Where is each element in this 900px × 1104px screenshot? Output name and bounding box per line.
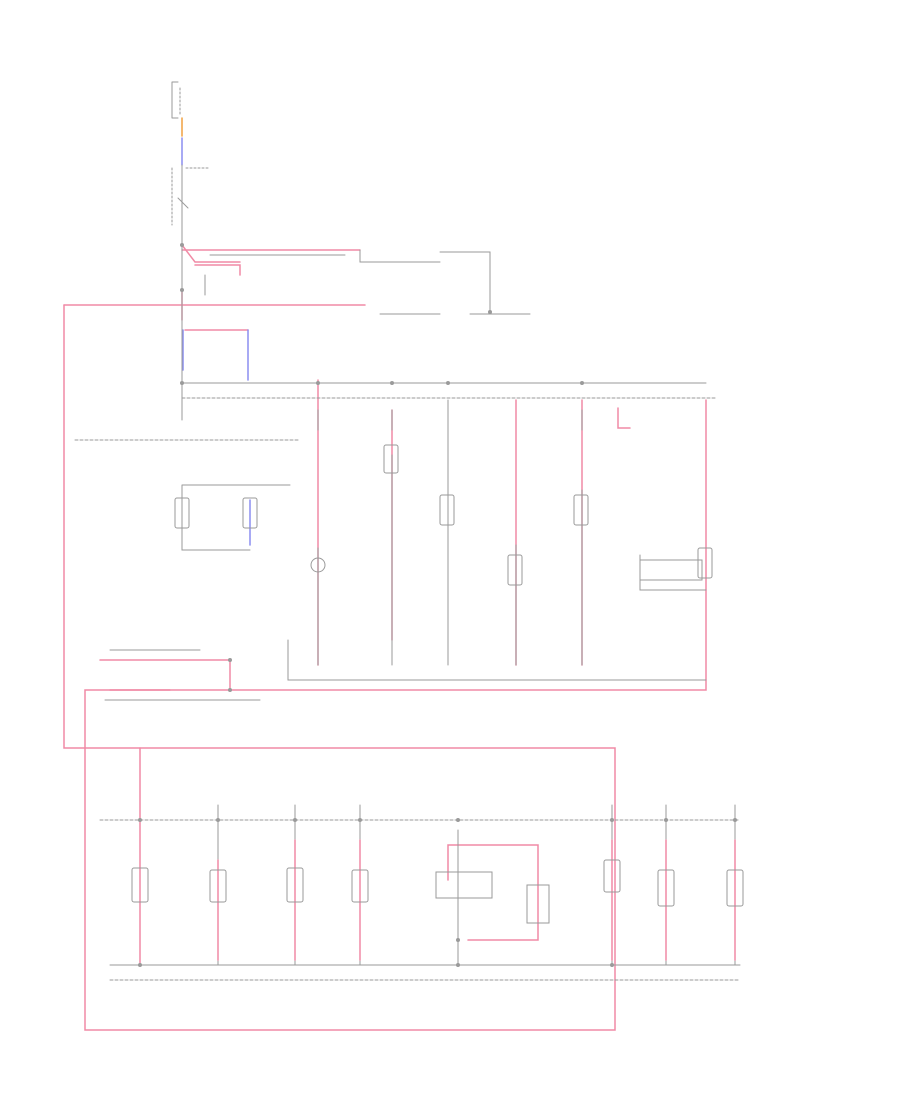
lamp-bulb-icon: [351, 869, 369, 903]
dimmer-switch: [171, 164, 211, 241]
control-module: [435, 871, 493, 899]
lamp-bulb-icon: [174, 497, 190, 529]
pink-wiring-upper: [63, 244, 707, 1031]
lamp-bulb-icon: [726, 869, 744, 907]
lamp-bulb-icon: [286, 867, 304, 903]
lamp-bulb-icon: [603, 859, 621, 893]
lamp-bulb-icon: [209, 869, 227, 903]
lamp-bulb-icon: [310, 557, 326, 573]
pink-wiring-lower: [139, 747, 736, 966]
lamp-bulb-icon: [697, 547, 713, 579]
lamp-bulb-icon: [131, 867, 149, 903]
lamp-components: [131, 444, 744, 924]
light-control-switch: [171, 81, 181, 119]
junction-dots: [138, 243, 737, 967]
lamp-bulb-icon: [657, 869, 675, 907]
lamp-bulb-icon: [242, 497, 258, 529]
lamp-bulb-icon: [573, 494, 589, 526]
lamp-bulb-icon: [383, 444, 399, 474]
control-module: [639, 559, 703, 581]
gray-bus-lines: [74, 239, 741, 981]
blue-wiring: [182, 329, 251, 546]
lamp-bulb-icon: [507, 554, 523, 586]
control-module: [526, 884, 550, 924]
lamp-bulb-icon: [439, 494, 455, 526]
